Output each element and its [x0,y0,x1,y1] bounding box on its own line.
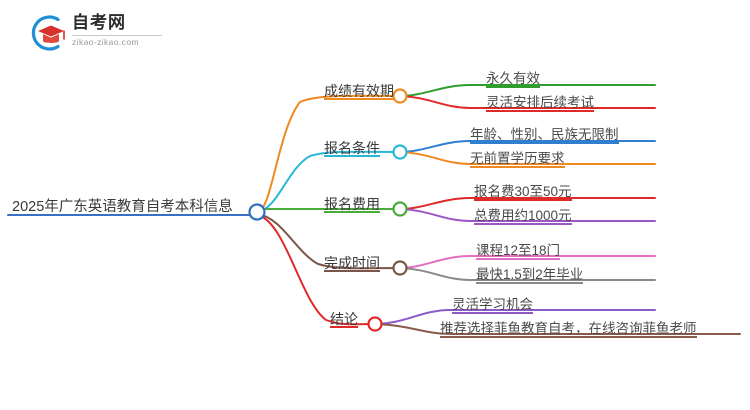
brand-logo[interactable]: 自考网 zikao-zikao.com [28,12,162,54]
branch-node-0[interactable] [392,88,408,104]
leaf-label-0-0[interactable]: 永久有效 [486,71,540,88]
branch-node-3[interactable] [392,260,408,276]
branch-label-1[interactable]: 报名条件 [324,140,380,157]
leaf-label-2-0[interactable]: 报名费30至50元 [474,184,572,201]
branch-link-0 [257,94,401,213]
leaf-label-0-1[interactable]: 灵活安排后续考试 [486,95,594,112]
branch-label-4[interactable]: 结论 [330,311,358,328]
brand-domain: zikao-zikao.com [72,37,139,47]
leaf-label-1-0[interactable]: 年龄、性别、民族无限制 [470,127,619,144]
brand-title: 自考网 [72,13,126,32]
branch-link-1 [257,150,401,213]
child-link-4-0 [374,309,656,325]
child-link-0-1 [399,95,656,109]
leaf-label-3-0[interactable]: 课程12至18门 [476,243,561,260]
branch-link-3 [257,213,401,270]
leaf-label-4-1[interactable]: 推荐选择菲鱼教育自考，在线咨询菲鱼老师 [440,321,697,338]
leaf-label-2-1[interactable]: 总费用约1000元 [474,208,572,225]
child-link-4-1 [374,323,741,335]
branch-label-3[interactable]: 完成时间 [324,255,380,272]
child-link-2-1 [399,208,656,222]
branch-label-2[interactable]: 报名费用 [324,196,380,213]
root-node[interactable] [248,203,266,221]
leaf-label-4-0[interactable]: 灵活学习机会 [452,297,533,314]
child-link-3-1 [399,267,656,281]
branch-node-4[interactable] [367,316,383,332]
child-link-1-1 [399,151,656,165]
branch-label-0[interactable]: 成绩有效期 [324,83,394,100]
branch-node-2[interactable] [392,201,408,217]
root-label[interactable]: 2025年广东英语教育自考本科信息 [12,199,233,215]
branch-link-4 [257,214,376,326]
leaf-label-3-1[interactable]: 最快1.5到2年毕业 [476,267,584,284]
graduation-cap-logo-icon [31,15,65,51]
site-header: 自考网 zikao-zikao.com [0,0,162,62]
brand-text-block: 自考网 zikao-zikao.com [72,12,164,54]
branch-node-1[interactable] [392,144,408,160]
leaf-label-1-1[interactable]: 无前置学历要求 [470,151,565,168]
mindmap-nodes [248,88,408,332]
brand-divider [72,35,162,36]
